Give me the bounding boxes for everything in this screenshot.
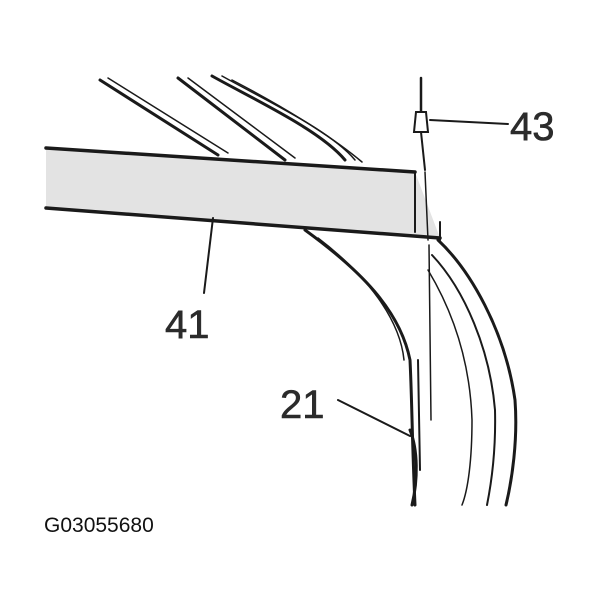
curved-post [303, 228, 518, 507]
leader-lines [203, 119, 509, 437]
callout-41: 41 [165, 303, 210, 347]
callout-43: 43 [510, 105, 555, 149]
diagonal-rails [98, 74, 363, 163]
horizontal-beam [44, 146, 442, 241]
figure-id: G03055680 [44, 514, 154, 537]
vertical-rod [412, 76, 432, 421]
callout-21: 21 [280, 383, 325, 427]
